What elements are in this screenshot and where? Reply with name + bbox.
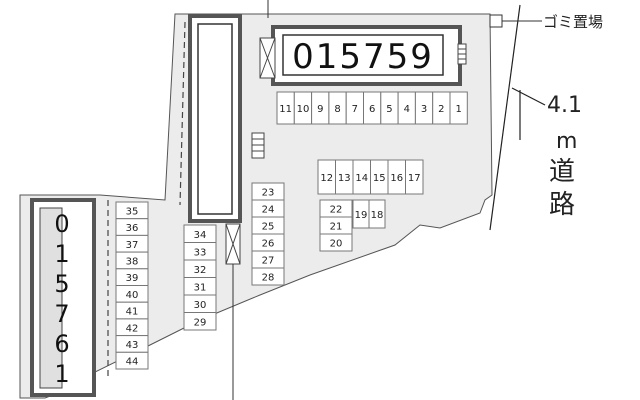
parking-space-number: 9 [317,104,323,115]
parking-space-number: 14 [355,173,368,184]
road-edge-line-1 [489,4,521,231]
parking-space-number: 2 [438,104,444,115]
entrance-box-middle-x2 [225,223,241,265]
parking-space-number: 21 [330,222,343,233]
parking-space-number: 16 [390,173,403,184]
parking-space-number: 19 [355,210,368,221]
parking-space-number: 20 [330,239,343,250]
garbage-area-marker [489,14,503,28]
road-name-char-1: 道 [549,157,575,187]
parking-space-number: 1 [455,104,461,115]
parking-space-number: 28 [262,273,275,284]
parking-space-number: 40 [126,290,139,301]
road-name-char-2: 路 [549,190,575,220]
building-code-vertical-char-3: 5 [54,270,69,298]
building-code-vertical-char-4: 7 [54,300,69,328]
parking-space-number: 44 [126,357,139,368]
building-code-horizontal: 015759 [292,37,434,77]
parking-space-number: 3 [421,104,427,115]
parking-space [449,91,468,125]
road-arrow-line [511,87,546,106]
parking-space-number: 4 [404,104,410,115]
parking-space [183,312,217,331]
parking-space-number: 5 [386,104,392,115]
building-top-inner [282,34,444,76]
parking-space [251,267,285,286]
parking-space-number: 24 [262,205,275,216]
entrance-box-top-x2 [259,37,276,79]
parking-space-number: 36 [126,223,139,234]
dashed-boundary-left [179,21,186,206]
parking-space-number: 10 [297,104,310,115]
parking-space-number: 29 [194,317,207,328]
parking-space-number: 6 [369,104,375,115]
garbage-area-label: ゴミ置場 [543,13,603,31]
parking-space-number: 22 [330,205,343,216]
building-middle-inner [197,23,233,215]
parking-space [319,233,353,252]
parking-space-number: 15 [373,173,386,184]
stairs-top [457,43,467,65]
parking-space-number: 39 [126,273,139,284]
parking-space [115,351,149,370]
building-left-hatch [39,207,63,389]
parking-space-number: 17 [408,173,421,184]
parking-space-number: 43 [126,340,139,351]
parking-space [368,199,386,229]
road-width-label: 4.1 [547,93,582,118]
building-code-vertical: 0 1 5 7 6 1 [54,210,69,388]
parking-space-number: 30 [194,300,207,311]
building-code-vertical-char-5: 6 [54,330,69,358]
building-code-vertical-char-2: 1 [54,240,69,268]
building-code-vertical-char-6: 1 [54,360,69,388]
parking-space-number: 7 [352,104,358,115]
parking-space-number: 38 [126,256,139,267]
parking-space-number: 12 [320,173,333,184]
parking-space-number: 11 [279,104,292,115]
parking-space-number: 23 [262,188,275,199]
parking-space-number: 35 [126,206,139,217]
parking-space-number: 8 [334,104,340,115]
parking-space-number: 41 [126,307,139,318]
stairs-middle [251,132,265,159]
parking-space-number: 27 [262,256,275,267]
parking-space-number: 31 [194,282,207,293]
parking-space-number: 18 [371,210,384,221]
parking-space-number: 34 [194,230,207,241]
parking-space [405,159,424,195]
parking-space-number: 26 [262,239,275,250]
parking-space-number: 25 [262,222,275,233]
parking-space-number: 13 [338,173,351,184]
building-code-vertical-char-1: 0 [54,210,69,238]
parking-space-number: 42 [126,323,139,334]
road-unit-label: m [556,129,577,154]
parking-space-number: 37 [126,240,139,251]
parking-space-number: 33 [194,247,207,258]
parking-space-number: 32 [194,265,207,276]
